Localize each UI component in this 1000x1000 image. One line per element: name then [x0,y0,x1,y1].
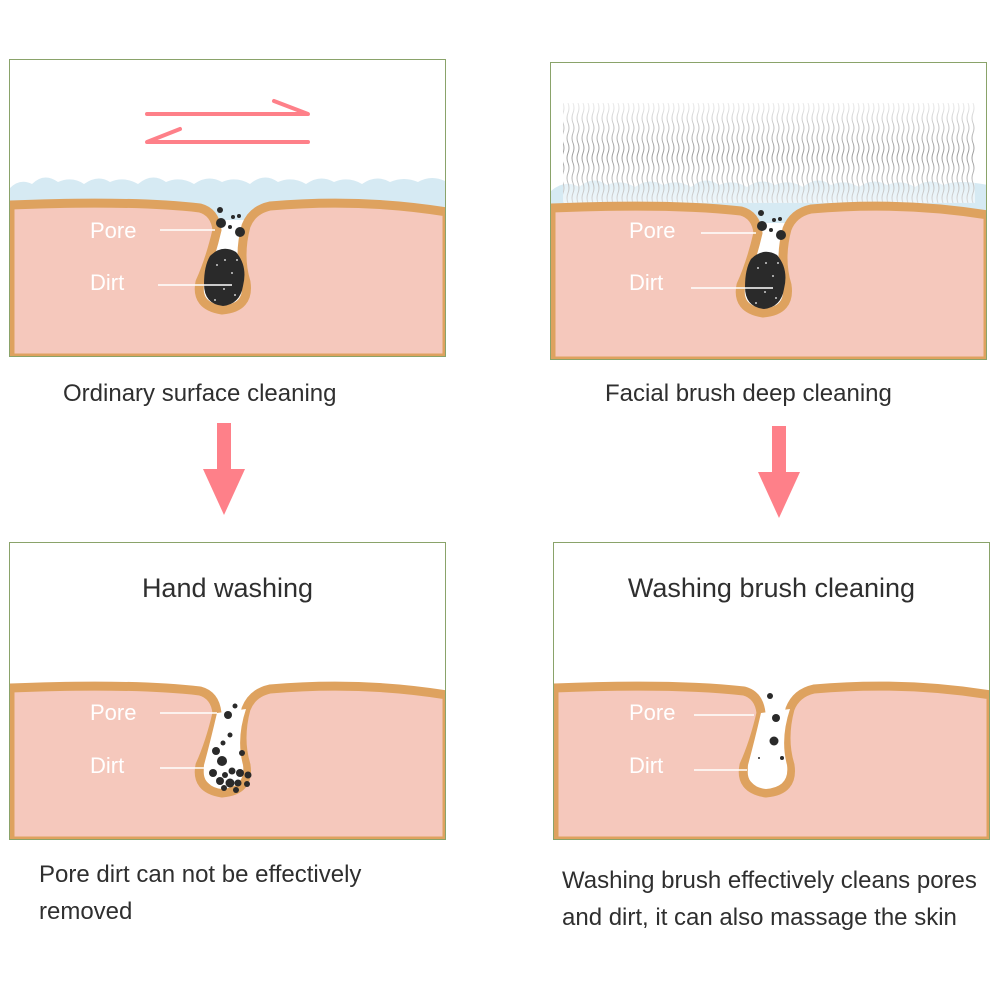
skin [554,681,989,839]
caption-ordinary-surface-cleaning: Ordinary surface cleaning [63,380,337,407]
skin [551,201,986,359]
dirt-blob [745,251,786,309]
dirt-label: Dirt [90,753,125,778]
dirt-particles [757,210,786,240]
pore-label: Pore [90,700,137,725]
skin-illustration [10,681,445,839]
pore-label: Pore [629,218,676,243]
panel-hand-washing: Hand washing Pore Dirt [9,542,446,840]
panel-facial-brush-deep-cleaning: Pore Dirt [550,62,987,360]
dirt-label: Dirt [90,270,125,295]
dirt-blob [204,248,245,306]
caption-facial-brush-deep-cleaning: Facial brush deep cleaning [605,380,892,407]
skin [10,198,445,356]
panel-title: Hand washing [141,573,314,603]
skin-illustration [554,681,989,839]
panel-washing-brush-cleaning: Washing brush cleaning Pore Dirt [553,542,990,840]
dirt-particles [758,693,784,760]
description-washing-brush-cleaning: Washing brush effectively cleans pores a… [562,867,977,931]
dirt-label: Dirt [629,753,664,778]
skin [10,681,445,839]
dirt-label: Dirt [629,270,664,295]
description-hand-washing: Pore dirt can not be effectively removed [39,861,362,925]
down-arrow-icon [203,423,245,515]
brush-bristles-icon [563,103,975,203]
back-and-forth-arrows-icon [145,99,310,144]
pore-label: Pore [629,700,676,725]
dirt-particles [216,207,245,237]
skin-illustration [10,99,445,356]
dirt-particles [209,703,252,793]
panel-ordinary-surface-cleaning: Pore Dirt [9,59,446,357]
panel-title: Washing brush cleaning [627,573,916,603]
pore-label: Pore [90,218,137,243]
skin-illustration [551,103,986,359]
down-arrow-icon [758,426,800,518]
